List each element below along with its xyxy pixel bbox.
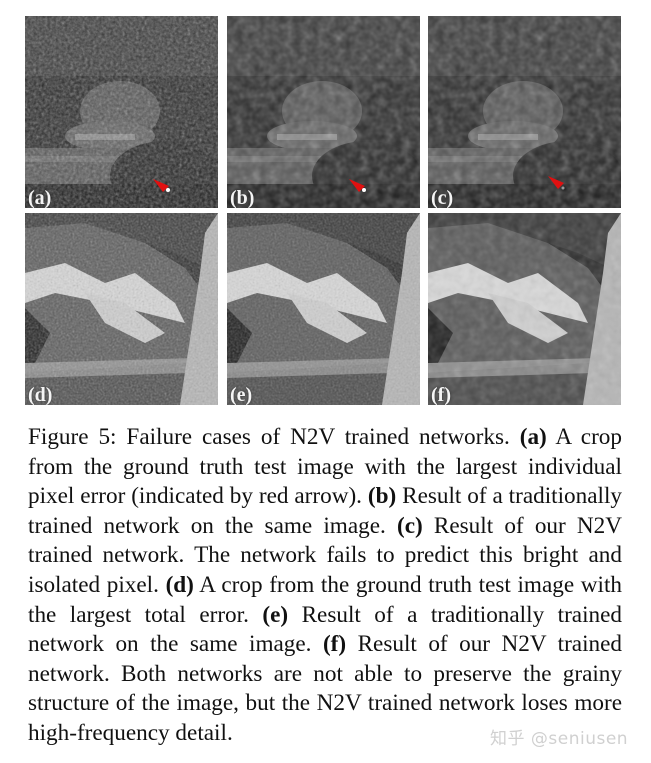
panel-f: (f)	[428, 213, 621, 405]
mountain-image	[428, 213, 621, 405]
panel-label: (e)	[230, 384, 253, 405]
mountain-image	[227, 213, 420, 405]
foliage-image	[428, 16, 621, 208]
figure-caption: Figure 5: Failure cases of N2V trained n…	[28, 423, 622, 749]
panel-e: (e)	[227, 213, 420, 405]
panel-label: (c)	[431, 187, 454, 208]
panel-label: (a)	[28, 187, 52, 208]
mountain-image	[25, 213, 218, 405]
caption-ref-e: (e)	[262, 601, 289, 628]
caption-ref-b: (b)	[367, 483, 397, 510]
panel-c: (c)	[428, 16, 621, 208]
caption-text-b: Result of a traditionally trained networ…	[28, 483, 622, 539]
foliage-image	[227, 16, 420, 208]
red-arrow-icon	[349, 179, 365, 192]
panel-a: (a)	[25, 16, 218, 208]
panel-label: (b)	[230, 187, 255, 208]
watermark: 知乎 @seniusen	[490, 729, 629, 749]
caption-text-f: Result of our N2V trained network. Both …	[28, 631, 623, 746]
caption-ref-f: (f)	[322, 631, 347, 658]
foliage-image	[25, 16, 218, 208]
panel-label: (d)	[28, 384, 53, 405]
caption-ref-d: (d)	[165, 571, 194, 598]
caption-text-d: A crop from the ground truth test image …	[28, 571, 622, 628]
caption-text-c: Result of our N2V trained network. The n…	[28, 512, 622, 598]
panel-label: (f)	[431, 384, 451, 405]
caption-ref-c: (c)	[396, 512, 423, 539]
panel-d: (d)	[25, 213, 218, 405]
caption-text-a: A crop from the ground truth test image …	[28, 424, 622, 510]
caption-text-e: Result of a traditionally trained networ…	[28, 601, 623, 658]
panel-b: (b)	[227, 16, 420, 208]
red-arrow-icon	[548, 176, 564, 189]
caption-prefix: Figure 5: Failure cases of N2V trained n…	[28, 424, 520, 450]
caption-ref-a: (a)	[519, 424, 547, 450]
red-arrow-icon	[153, 179, 169, 192]
